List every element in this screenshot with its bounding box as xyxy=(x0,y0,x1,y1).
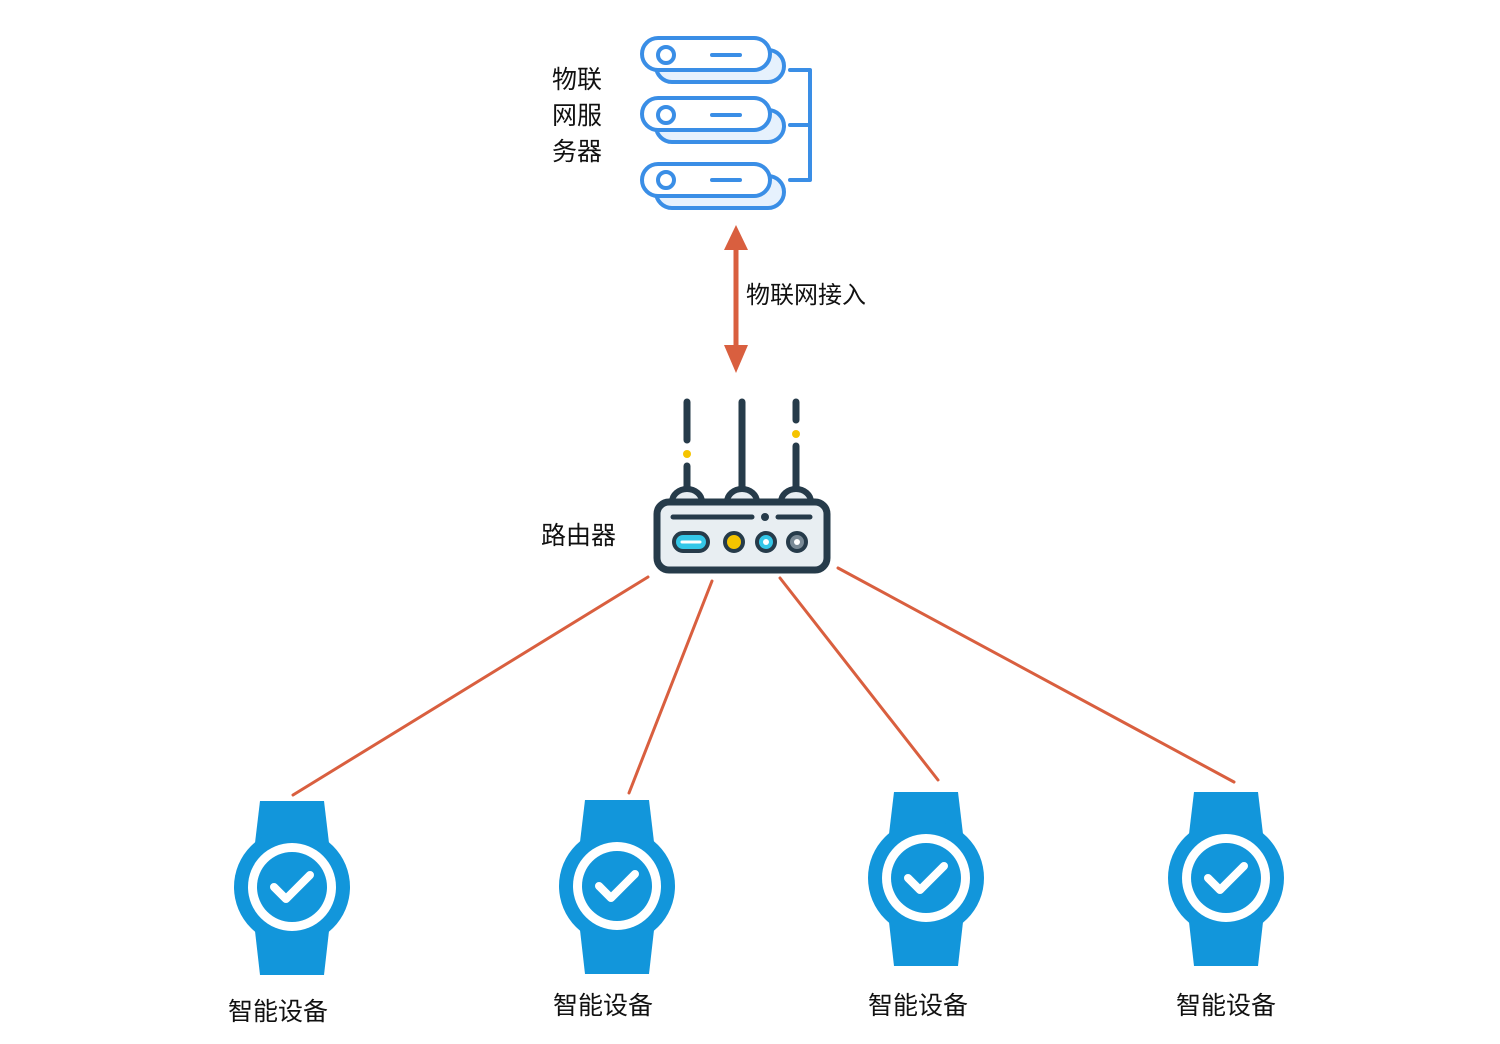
router-antenna-led xyxy=(792,430,800,438)
device-label: 智能设备 xyxy=(868,991,969,1020)
server-label: 物联 网服 务器 xyxy=(552,62,612,170)
connector-line xyxy=(291,575,650,797)
connector-line xyxy=(627,579,714,795)
server-label-line: 务器 xyxy=(552,137,603,166)
server-stack-icon xyxy=(640,36,812,210)
smart-watch-check-icon xyxy=(868,792,984,966)
wifi-router-icon xyxy=(653,398,831,574)
smart-watch-check-icon xyxy=(559,800,675,974)
device-label: 智能设备 xyxy=(228,997,329,1026)
device-label: 智能设备 xyxy=(1176,991,1277,1020)
server-label-line: 网服 xyxy=(552,101,603,130)
server-unit xyxy=(640,162,786,210)
smart-watch-check-icon xyxy=(234,801,350,975)
connector-line xyxy=(836,566,1236,784)
router-label: 路由器 xyxy=(541,521,617,550)
connector-line xyxy=(778,576,940,782)
device-connectors xyxy=(291,566,1236,797)
iot-access-label: 物联网接入 xyxy=(746,281,866,309)
smart-watch-check-icon xyxy=(1168,792,1284,966)
router-port-led xyxy=(723,531,745,553)
iot-access-arrow xyxy=(724,225,748,373)
server-unit xyxy=(640,36,786,84)
server-label-line: 物联 xyxy=(552,65,603,94)
server-bracket xyxy=(788,68,812,182)
server-unit xyxy=(640,96,786,144)
router-antenna-led xyxy=(683,450,691,458)
device-label: 智能设备 xyxy=(553,991,654,1020)
